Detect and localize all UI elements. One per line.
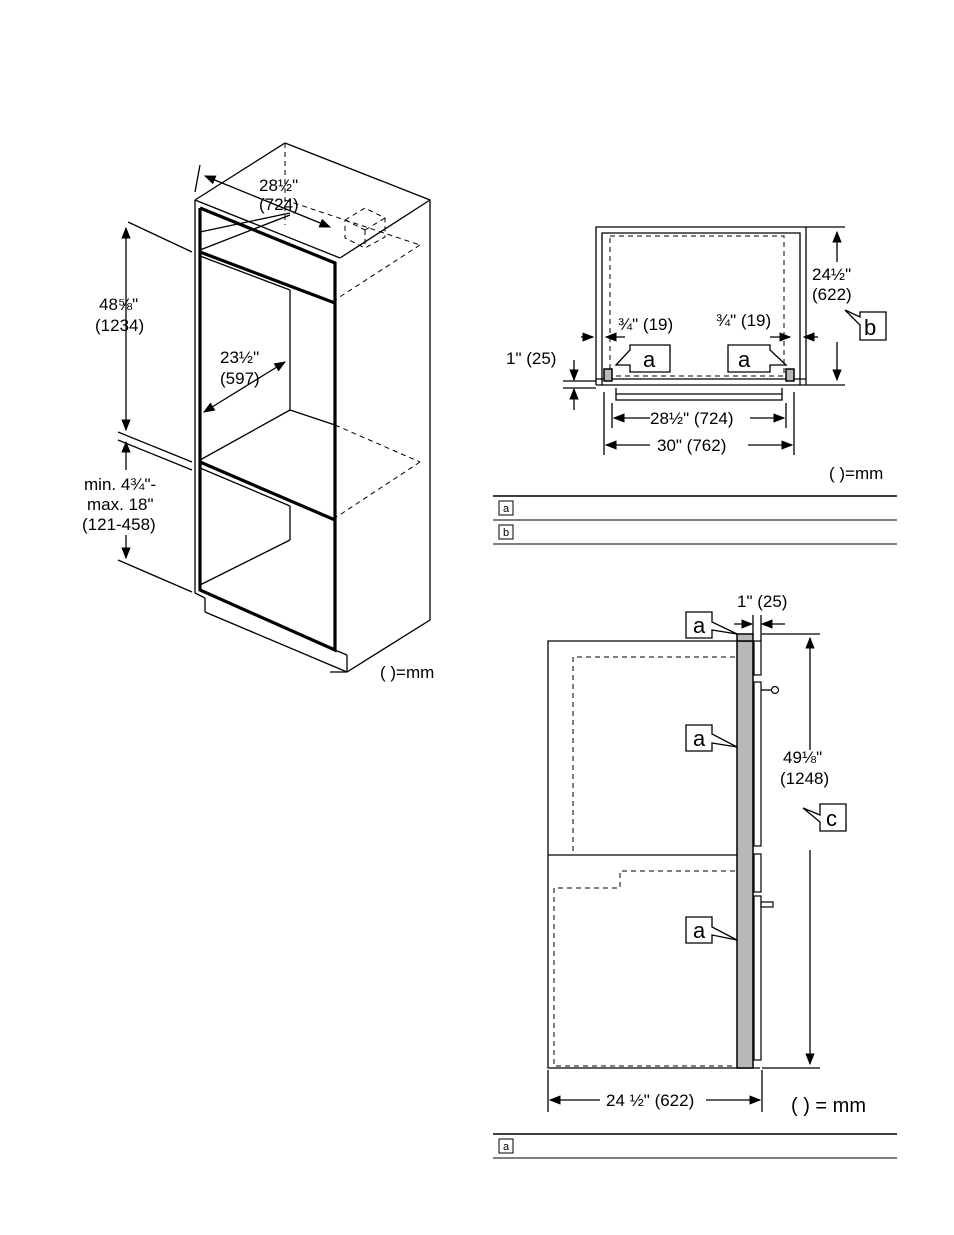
legend-table-bottom: a [493,1133,897,1159]
side-height-label: 49⅛" [783,748,822,767]
top-outer-width: 30" (762) [657,436,726,455]
top-left-gap: ¾" (19) [618,315,673,334]
top-right-gap: ¾" (19) [716,311,771,330]
top-front-offset: 1" (25) [506,349,556,368]
svg-text:c: c [826,806,837,831]
cabinet-depth-mm: (597) [220,369,260,388]
top-inner-width: 28½" (724) [650,409,734,428]
cabinet-isometric: 28½" (724) 48⅝" (1234) 23½" (597) min. 4… [82,142,434,682]
side-front-offset: 1" (25) [737,592,787,611]
cabinet-bottom-min: min. 4¾"- [84,475,156,494]
cabinet-depth-label: 23½" [220,348,259,367]
svg-text:b: b [864,315,876,340]
svg-text:a: a [738,347,751,372]
cabinet-outline [194,142,431,673]
top-depth-mm: (622) [812,285,852,304]
cabinet-width-mm: (724) [259,195,299,214]
legend-top-key-b: b [503,527,509,539]
callout-b [844,309,887,341]
side-depth-label: 24 ½" (622) [606,1091,694,1110]
callout-a-top [685,611,738,639]
oven-frame [736,640,754,1069]
side-height-mm: (1248) [780,769,829,788]
cabinet-height-label: 48⅝" [99,295,138,314]
legend-top-key-a: a [503,503,510,515]
callout-a-right [727,344,788,373]
svg-text:a: a [693,918,706,943]
callout-c [802,803,847,832]
callout-a-bottom [685,916,738,944]
cabinet-bottom-mm: (121-458) [82,515,156,534]
cabinet-bottom-max: max. 18" [87,495,154,514]
top-view-diagram: 24½" (622) b ¾" (19) ¾" (19) 1" (25) a a… [506,226,887,483]
callout-a-mid [685,724,738,752]
svg-text:a: a [693,613,706,638]
svg-text:a: a [643,347,656,372]
side-unit-note: ( ) = mm [791,1095,866,1117]
cabinet-width-label: 28½" [259,176,298,195]
legend-table-top: a b [493,495,897,545]
cabinet-front-frame [198,206,337,653]
callout-a-left [614,344,671,373]
svg-text:a: a [693,726,706,751]
side-view-diagram: 1" (25) a a a 49⅛" (1248) c 24 ½" (622) … [547,592,866,1117]
cabinet-height-mm: (1234) [95,316,144,335]
cabinet-unit-note: ( )=mm [380,663,434,682]
legend-bottom-key-a: a [503,1141,510,1153]
top-unit-note: ( )=mm [829,464,883,483]
top-depth-label: 24½" [812,265,851,284]
